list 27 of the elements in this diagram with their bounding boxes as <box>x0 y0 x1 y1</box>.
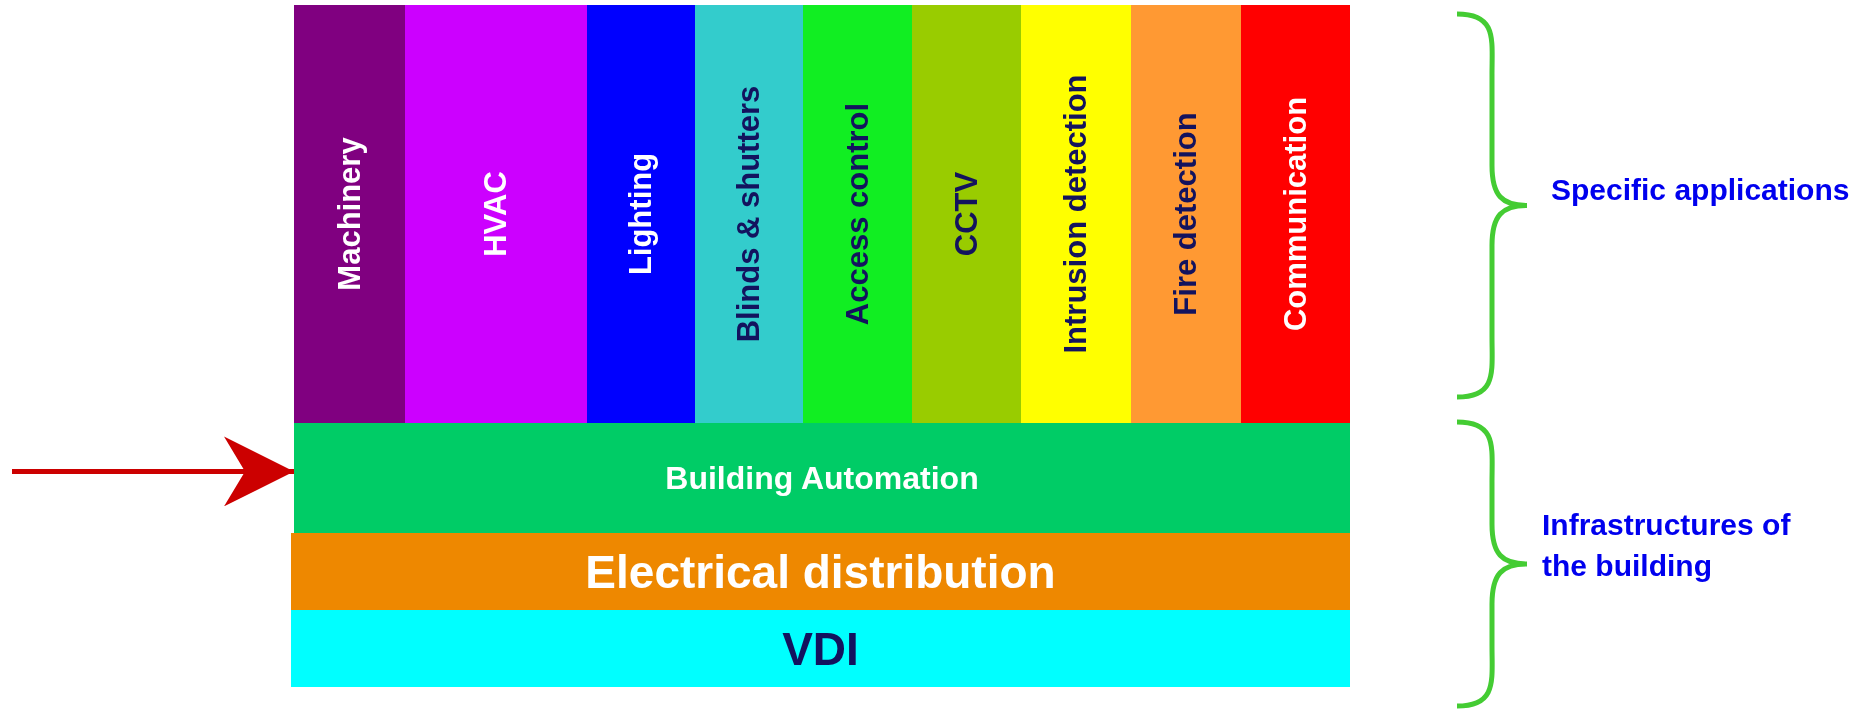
column-label: Communication <box>1277 96 1314 332</box>
column-label: Intrusion detection <box>1058 74 1094 354</box>
band-label: Building Automation <box>664 459 980 497</box>
column-label: HVAC <box>478 171 514 257</box>
application-column <box>1021 5 1131 423</box>
band-label: VDI <box>781 621 860 676</box>
application-column <box>1241 5 1350 423</box>
band-label: Electrical distribution <box>584 544 1057 599</box>
column-label: Machinery <box>331 137 368 291</box>
application-column <box>294 5 405 423</box>
column-label: Fire detection <box>1168 112 1204 316</box>
column-label: CCTV <box>948 171 985 257</box>
application-column <box>803 5 912 423</box>
group-label: Specific applications <box>1551 172 1851 208</box>
application-column <box>587 5 695 423</box>
infrastructure-band <box>294 423 1350 533</box>
arrow <box>12 436 294 507</box>
column-label: Lighting <box>623 152 659 276</box>
infrastructure-band <box>291 610 1350 687</box>
group-label: Infrastructures of the building <box>1542 507 1792 584</box>
application-column <box>695 5 803 423</box>
application-column <box>912 5 1021 423</box>
application-column <box>1131 5 1241 423</box>
column-label: Blinds & shutters <box>731 85 767 343</box>
column-label: Access control <box>839 102 876 326</box>
application-column <box>405 5 587 423</box>
infrastructure-band <box>291 533 1350 610</box>
